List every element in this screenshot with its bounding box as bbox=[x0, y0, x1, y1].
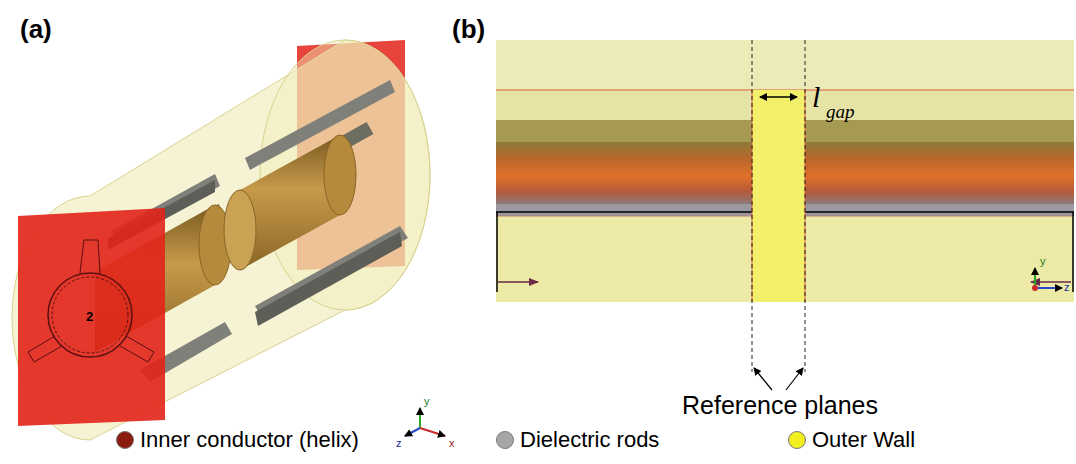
coax-side-view bbox=[496, 40, 1074, 390]
port-number: 2 bbox=[86, 310, 93, 323]
axis-label: y bbox=[424, 396, 430, 407]
legend-text: Dielectric rods bbox=[520, 429, 659, 451]
axis-label: y bbox=[1040, 256, 1046, 267]
axis-label: z bbox=[396, 438, 402, 449]
legend-swatch bbox=[116, 431, 134, 449]
axis-label: z bbox=[1064, 282, 1070, 293]
panel-label: (a) bbox=[20, 16, 52, 42]
dimension-symbol: l bbox=[812, 82, 820, 112]
axis-label: x bbox=[449, 438, 455, 449]
legend-text: Inner conductor (helix) bbox=[140, 429, 359, 451]
panel-label: (b) bbox=[452, 16, 485, 42]
legend-swatch bbox=[788, 431, 806, 449]
annotation: Reference planes bbox=[682, 393, 878, 418]
legend-swatch bbox=[496, 431, 514, 449]
legend-text: Outer Wall bbox=[812, 429, 915, 451]
coax-3d-model bbox=[12, 40, 445, 440]
dimension-subscript: gap bbox=[826, 102, 855, 121]
